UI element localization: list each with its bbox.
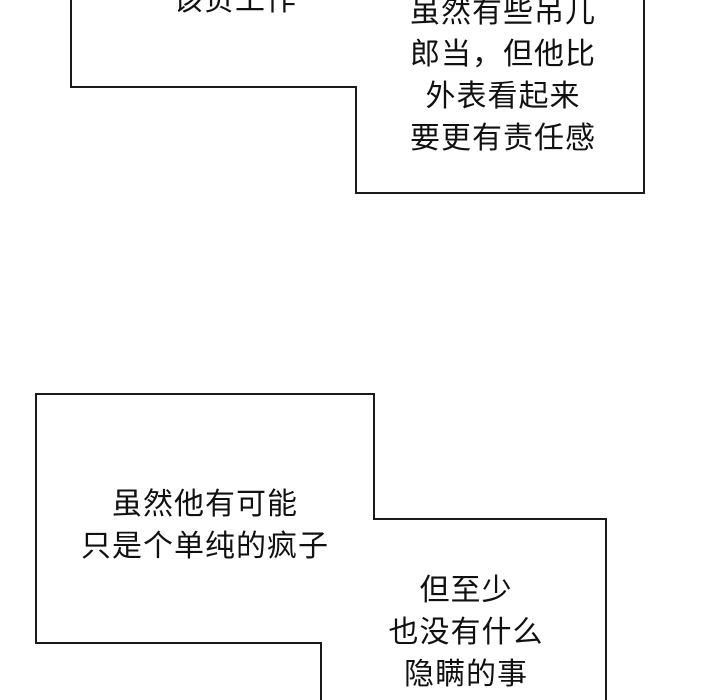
top-right-line-4: 要更有责任感 (410, 121, 596, 156)
top-panel-left-text: 该负工作 (165, 0, 305, 22)
top-panel-right-text: 虽然有些吊儿 郎当，但他比 外表看起来 要更有责任感 (395, 0, 611, 160)
top-left-line: 该负工作 (173, 0, 297, 18)
top-right-line-1: 虽然有些吊儿 (410, 0, 596, 30)
bottom-right-line-1: 但至少 (419, 573, 513, 608)
top-right-line-3: 外表看起来 (425, 79, 581, 114)
bottom-right-line-2: 也没有什么 (388, 615, 544, 650)
bottom-right-line-3: 隐瞒的事 (404, 657, 528, 692)
bottom-panel-left-text: 虽然他有可能 只是个单纯的疯子 (60, 484, 350, 568)
top-right-line-2: 郎当，但他比 (410, 37, 596, 72)
bottom-left-line-2: 只是个单纯的疯子 (81, 529, 329, 564)
bottom-left-line-1: 虽然他有可能 (112, 487, 298, 522)
bottom-panel-right-text: 但至少 也没有什么 隐瞒的事 (376, 570, 556, 696)
